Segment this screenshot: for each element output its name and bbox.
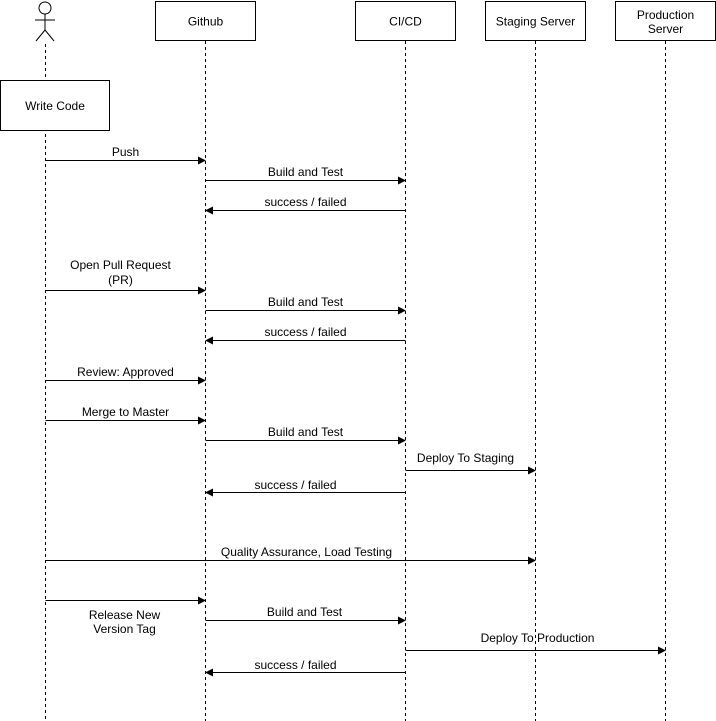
participant-github: Github <box>155 1 256 41</box>
message-label-11: Quality Assurance, Load Testing <box>221 545 392 559</box>
activity-write-code-label: Write Code <box>25 99 85 113</box>
actor-head <box>38 1 52 15</box>
participant-github-label: Github <box>188 15 224 29</box>
participant-staging-label: Staging Server <box>496 15 575 29</box>
participant-cicd-label: CI/CD <box>389 15 422 29</box>
message-label-1: Build and Test <box>268 165 344 179</box>
participant-cicd: CI/CD <box>355 1 456 41</box>
message-label-0: Push <box>112 145 139 159</box>
message-label-7: Merge to Master <box>82 405 169 419</box>
message-label-3-line1: Open Pull Request <box>70 258 171 272</box>
message-label-2: success / failed <box>264 195 346 209</box>
actor-left-leg <box>35 29 46 42</box>
message-label-12-line2: Version Tag <box>93 622 156 636</box>
message-label-5: success / failed <box>264 325 346 339</box>
messages <box>45 156 666 677</box>
actor-stick-figure <box>35 1 55 42</box>
message-label-6: Review: Approved <box>77 365 174 379</box>
activity-write-code: Write Code <box>0 80 110 131</box>
participant-production-label-line1: Production <box>637 8 694 22</box>
message-label-3-line2: (PR) <box>108 273 133 287</box>
message-label-10: success / failed <box>254 478 336 492</box>
lifelines <box>45 41 666 721</box>
participant-production: Production Server <box>615 1 716 41</box>
message-label-14: Deploy To Production <box>481 631 595 645</box>
message-label-9: Deploy To Staging <box>417 451 514 465</box>
message-label-12-line1: Release New <box>89 608 161 622</box>
message-label-15: success / failed <box>254 658 336 672</box>
message-label-13: Build and Test <box>267 605 343 619</box>
participant-staging: Staging Server <box>485 1 586 41</box>
actor-right-leg <box>44 29 55 42</box>
message-label-4: Build and Test <box>268 295 344 309</box>
participant-production-label-line2: Server <box>648 22 683 36</box>
message-label-8: Build and Test <box>268 425 344 439</box>
message-labels: Push Build and Test success / failed Ope… <box>70 145 594 672</box>
